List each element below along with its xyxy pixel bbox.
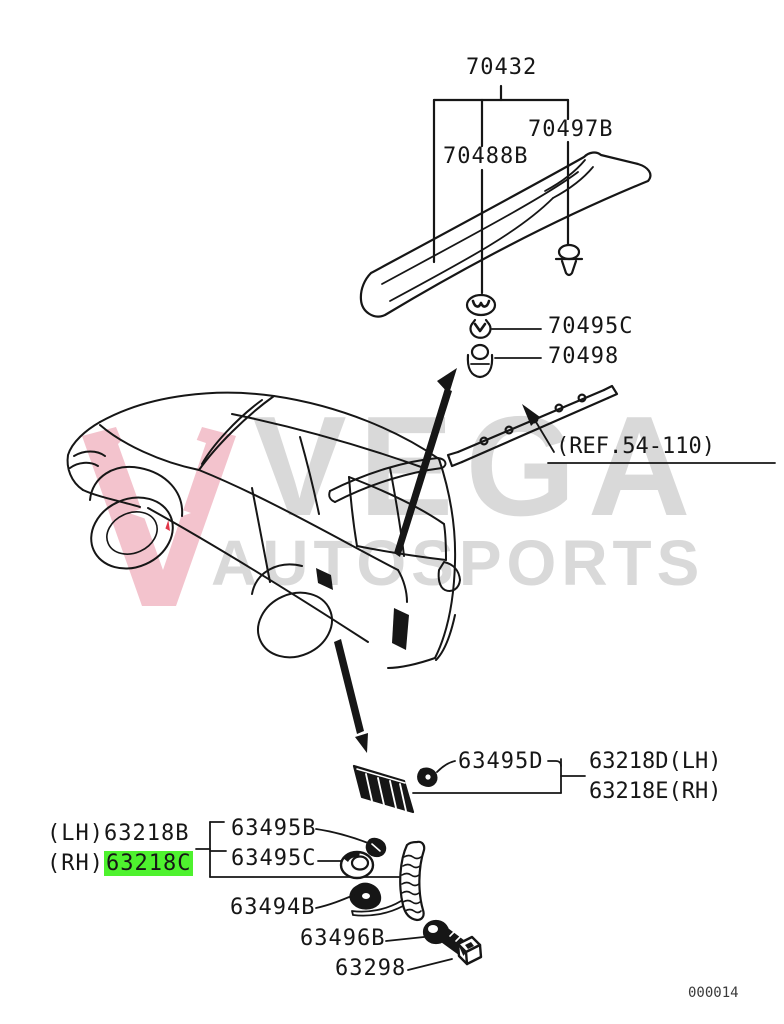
clip-63494b: [315, 882, 382, 910]
part-number-63218b: 63218B: [103, 821, 190, 846]
molding-position-mark-upper: [316, 568, 333, 590]
part-label-63218b-lh: (LH)63218B: [47, 823, 189, 845]
nut-63298: [407, 935, 483, 971]
callout-bracket-70432: [432, 84, 570, 295]
pointer-arrow-down: [334, 639, 368, 753]
part-label-63496b: 63496B: [300, 926, 386, 951]
rear-molding-illustration: [352, 758, 586, 814]
vehicle-illustration: [66, 391, 461, 669]
corner-garnish-illustration: [351, 840, 426, 922]
logo-v-inner-cut: [118, 438, 206, 570]
grommet-63495c: [317, 850, 375, 880]
grommet-70495c: [469, 318, 542, 339]
watermark-brand-text: VEGA: [252, 387, 703, 546]
clip-63495d: [417, 760, 456, 787]
part-label-70498: 70498: [548, 344, 620, 369]
side-indicator-lh: (LH): [47, 821, 104, 846]
clip-63495b: [315, 828, 387, 858]
part-label-63495b: 63495B: [231, 816, 317, 841]
molding-position-mark-lower: [392, 608, 409, 650]
pointer-arrow-up: [394, 368, 457, 557]
part-label-63298: 63298: [335, 956, 407, 981]
part-label-63218c-rh: (RH)63218C: [47, 851, 194, 876]
part-label-63495c: 63495C: [231, 846, 317, 871]
spoiler-pad-pin: [554, 243, 584, 277]
part-label-70497b: 70497B: [528, 117, 614, 142]
page-code: 000014: [688, 985, 739, 1001]
side-indicator-rh: (RH): [47, 851, 104, 876]
logo-star: [129, 482, 191, 544]
reference-label-54-110: (REF.54-110): [556, 434, 715, 459]
part-label-70432: 70432: [466, 55, 538, 80]
callout-bracket-side-moldings: [195, 821, 400, 878]
part-label-70488b: 70488B: [443, 144, 529, 169]
part-number-63218c-highlighted: 63218C: [103, 851, 194, 876]
mounting-rail-ref: [446, 384, 776, 468]
grommet-unlabeled: [465, 293, 497, 317]
part-label-70495c: 70495C: [548, 314, 634, 339]
part-label-63495d: 63495D: [458, 749, 544, 774]
logo-v-shape: [82, 427, 236, 606]
part-label-63218d-lh: 63218D(LH): [589, 749, 722, 774]
grommet-70498: [466, 343, 542, 379]
part-label-63218e-rh: 63218E(RH): [589, 779, 722, 804]
spoiler-illustration: [359, 151, 652, 318]
part-label-63494b: 63494B: [230, 895, 316, 920]
